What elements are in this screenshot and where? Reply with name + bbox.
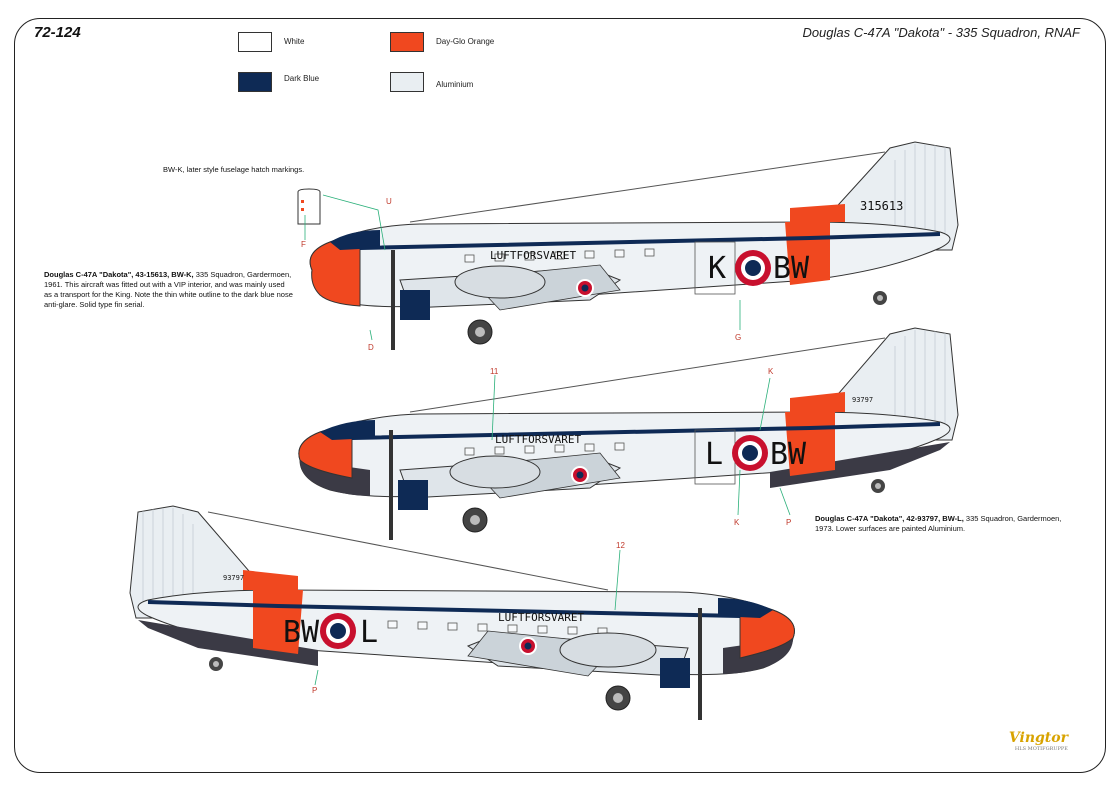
- aircraft3-fuselage-text: LUFTFORSVARET: [498, 611, 584, 624]
- swatch-label-dark-blue: Dark Blue: [284, 74, 320, 83]
- aircraft1-note: Douglas C-47A "Dakota", 43-15613, BW-K, …: [44, 270, 294, 310]
- aircraft3-code-left: BW: [283, 615, 320, 650]
- aircraft1-fuselage-text: LUFTFORSVARET: [490, 249, 576, 262]
- aircraft1-code-left: K: [708, 251, 726, 286]
- callout-11: 11: [490, 367, 499, 376]
- aircraft2-note-title: Douglas C-47A "Dakota", 42-93797, BW-L,: [815, 514, 964, 523]
- aircraft3-serial: 93797: [223, 574, 244, 582]
- sheet-title: Douglas C-47A "Dakota" - 335 Squadron, R…: [802, 25, 1080, 40]
- callout-k-top: K: [768, 367, 774, 376]
- callout-p-mid: P: [786, 518, 792, 527]
- aircraft2-note: Douglas C-47A "Dakota", 42-93797, BW-L, …: [815, 514, 1065, 534]
- aircraft3-code-right: L: [360, 615, 378, 650]
- aircraft1-note-text: 335 Squadron, Gardermoen, 1961. This air…: [44, 270, 293, 309]
- swatch-label-orange: Day-Glo Orange: [436, 37, 495, 46]
- callout-g: G: [735, 333, 742, 342]
- aircraft2-fuselage-text: LUFTFORSVARET: [495, 433, 581, 446]
- hatch-note: BW-K, later style fuselage hatch marking…: [163, 165, 305, 174]
- callout-d: D: [368, 343, 374, 352]
- swatch-label-aluminium: Aluminium: [436, 80, 474, 89]
- vingtor-logo: Vingtor HLS MOTIFGRUPPE: [1009, 730, 1068, 752]
- sheet-code: 72-124: [34, 24, 81, 41]
- aircraft2-code-left: L: [705, 437, 723, 472]
- swatch-label-white: White: [284, 37, 305, 46]
- logo-name: Vingtor: [1008, 730, 1068, 746]
- swatch-aluminium: [390, 72, 424, 92]
- aircraft2-note-text: 335 Squadron, Gardermoen, 1973. Lower su…: [815, 514, 1062, 533]
- aircraft2-code-right: BW: [770, 437, 807, 472]
- callout-u: U: [386, 197, 392, 206]
- aircraft2-profile: L BW LUFTFORSVARET 93797: [298, 327, 959, 540]
- hatch-detail: [297, 188, 321, 225]
- aircraft1-serial: 315613: [860, 199, 903, 213]
- swatch-white: [238, 32, 272, 52]
- aircraft1-code-right: BW: [773, 251, 810, 286]
- logo-sub: HLS MOTIFGRUPPE: [1014, 746, 1068, 752]
- aircraft1-note-title: Douglas C-47A "Dakota", 43-15613, BW-K,: [44, 270, 194, 279]
- callout-f: F: [301, 240, 306, 249]
- callout-k-bottom: K: [734, 518, 740, 527]
- aircraft3-profile: BW L LUFTFORSVARET 93797: [129, 505, 795, 720]
- callout-p-bottom: P: [312, 686, 318, 695]
- aircraft2-serial: 93797: [852, 396, 873, 404]
- swatch-dark-blue: [238, 72, 272, 92]
- aircraft1-profile: K BW LUFTFORSVARET 315613: [309, 141, 959, 350]
- swatch-orange: [390, 32, 424, 52]
- callout-12: 12: [616, 541, 625, 550]
